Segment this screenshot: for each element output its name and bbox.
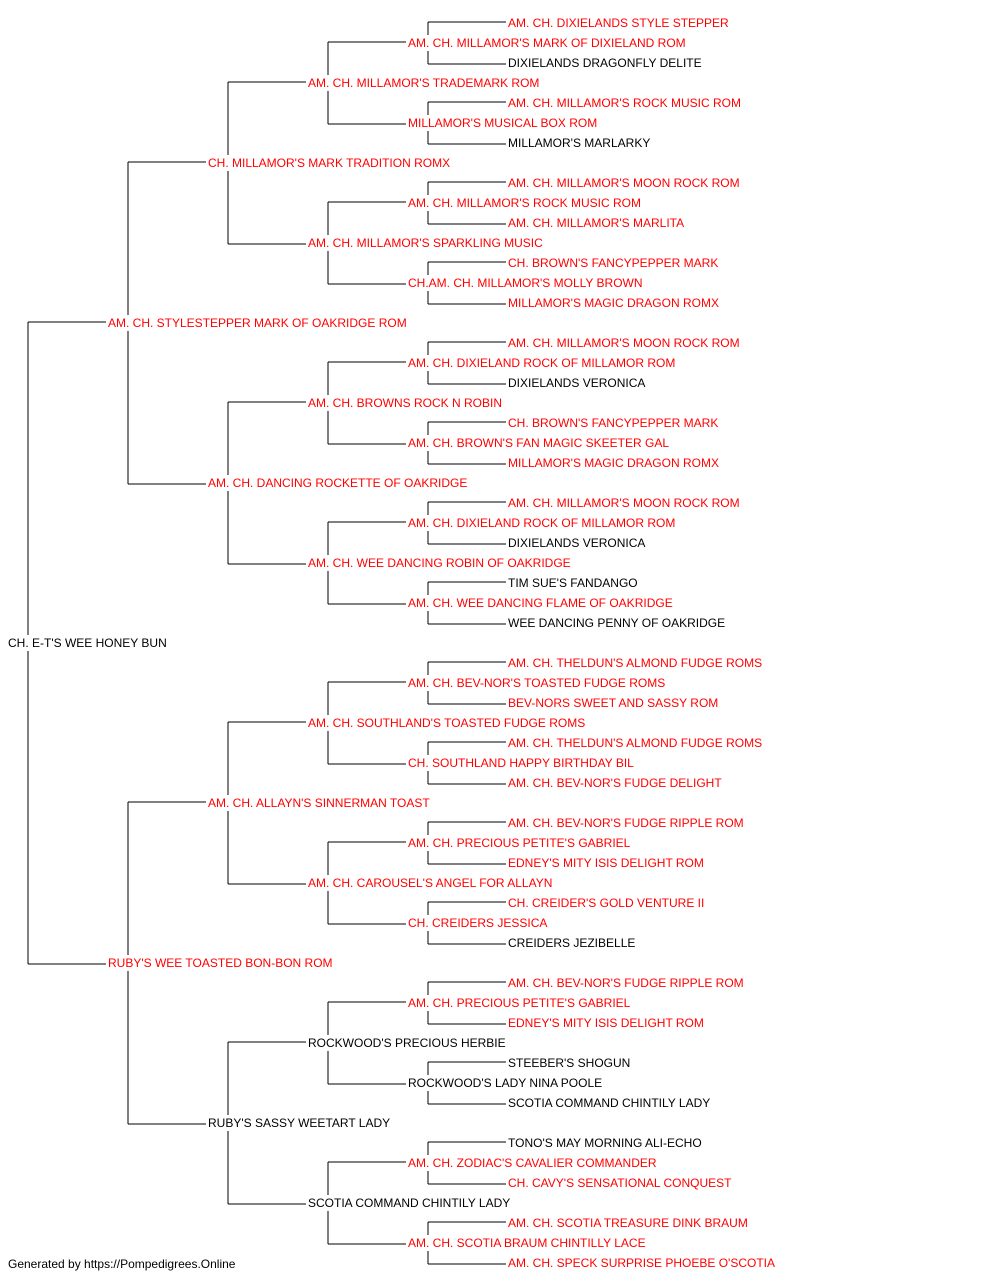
ancestor-name: AM. CH. BEV-NOR'S FUDGE DELIGHT: [508, 776, 722, 790]
subject-name: CH. E-T'S WEE HONEY BUN: [8, 636, 167, 650]
ancestor-name: AM. CH. THELDUN'S ALMOND FUDGE ROMS: [508, 656, 762, 670]
ancestor-name: MILLAMOR'S MAGIC DRAGON ROMX: [508, 456, 719, 470]
ancestor-name: AM. CH. CAROUSEL'S ANGEL FOR ALLAYN: [308, 876, 552, 890]
ancestor-name: AM. CH. MILLAMOR'S MOON ROCK ROM: [508, 336, 740, 350]
ancestor-name: AM. CH. MILLAMOR'S MOON ROCK ROM: [508, 496, 740, 510]
ancestor-labels: CH. E-T'S WEE HONEY BUN AM. CH. STYLESTEP…: [8, 16, 775, 1270]
ancestor-name: ROCKWOOD'S LADY NINA POOLE: [408, 1076, 602, 1090]
ancestor-name: AM. CH. MILLAMOR'S SPARKLING MUSIC: [308, 236, 543, 250]
ancestor-name: CH. CREIDERS JESSICA: [408, 916, 547, 930]
ancestor-name: DIXIELANDS VERONICA: [508, 536, 645, 550]
ancestor-name: SCOTIA COMMAND CHINTILY LADY: [508, 1096, 710, 1110]
ancestor-name: AM. CH. DANCING ROCKETTE OF OAKRIDGE: [208, 476, 467, 490]
ancestor-name: AM. CH. STYLESTEPPER MARK OF OAKRIDGE RO…: [108, 316, 407, 330]
ancestor-name: CH. CREIDER'S GOLD VENTURE II: [508, 896, 704, 910]
ancestor-name: CH. SOUTHLAND HAPPY BIRTHDAY BIL: [408, 756, 634, 770]
ancestor-name: AM. CH. BEV-NOR'S FUDGE RIPPLE ROM: [508, 976, 744, 990]
ancestor-name: MILLAMOR'S MAGIC DRAGON ROMX: [508, 296, 719, 310]
ancestor-name: AM. CH. SPECK SURPRISE PHOEBE O'SCOTIA: [508, 1256, 775, 1270]
ancestor-name: AM. CH. BROWN'S FAN MAGIC SKEETER GAL: [408, 436, 669, 450]
ancestor-name: AM. CH. BROWNS ROCK N ROBIN: [308, 396, 502, 410]
ancestor-name: EDNEY'S MITY ISIS DELIGHT ROM: [508, 856, 704, 870]
ancestor-name: SCOTIA COMMAND CHINTILY LADY: [308, 1196, 510, 1210]
ancestor-name: CH. MILLAMOR'S MARK TRADITION ROMX: [208, 156, 450, 170]
ancestor-name: BEV-NORS SWEET AND SASSY ROM: [508, 696, 718, 710]
ancestor-name: MILLAMOR'S MARLARKY: [508, 136, 650, 150]
ancestor-name: CH. BROWN'S FANCYPEPPER MARK: [508, 256, 718, 270]
ancestor-name: AM. CH. MILLAMOR'S MOON ROCK ROM: [508, 176, 740, 190]
ancestor-name: AM. CH. ZODIAC'S CAVALIER COMMANDER: [408, 1156, 657, 1170]
ancestor-name: AM. CH. SCOTIA BRAUM CHINTILLY LACE: [408, 1236, 646, 1250]
ancestor-name: TONO'S MAY MORNING ALI-ECHO: [508, 1136, 702, 1150]
ancestor-name: AM. CH. MILLAMOR'S ROCK MUSIC ROM: [508, 96, 741, 110]
ancestor-name: STEEBER'S SHOGUN: [508, 1056, 630, 1070]
ancestor-name: EDNEY'S MITY ISIS DELIGHT ROM: [508, 1016, 704, 1030]
ancestor-name: AM. CH. WEE DANCING ROBIN OF OAKRIDGE: [308, 556, 571, 570]
ancestor-name: AM. CH. PRECIOUS PETITE'S GABRIEL: [408, 836, 631, 850]
ancestor-name: CH. CAVY'S SENSATIONAL CONQUEST: [508, 1176, 732, 1190]
ancestor-name: DIXIELANDS DRAGONFLY DELITE: [508, 56, 702, 70]
ancestor-name: AM. CH. PRECIOUS PETITE'S GABRIEL: [408, 996, 631, 1010]
ancestor-name: CREIDERS JEZIBELLE: [508, 936, 635, 950]
ancestor-name: CH. BROWN'S FANCYPEPPER MARK: [508, 416, 718, 430]
ancestor-name: DIXIELANDS VERONICA: [508, 376, 645, 390]
ancestor-name: AM. CH. MILLAMOR'S TRADEMARK ROM: [308, 76, 539, 90]
footer-credit: Generated by https://Pompedigrees.Online: [8, 1257, 236, 1271]
ancestor-name: TIM SUE'S FANDANGO: [508, 576, 638, 590]
ancestor-name: AM. CH. DIXIELAND ROCK OF MILLAMOR ROM: [408, 516, 675, 530]
ancestor-name: AM. CH. BEV-NOR'S TOASTED FUDGE ROMS: [408, 676, 665, 690]
ancestor-name: AM. CH. THELDUN'S ALMOND FUDGE ROMS: [508, 736, 762, 750]
ancestor-name: MILLAMOR'S MUSICAL BOX ROM: [408, 116, 597, 130]
ancestor-name: AM. CH. SCOTIA TREASURE DINK BRAUM: [508, 1216, 748, 1230]
ancestor-name: AM. CH. SOUTHLAND'S TOASTED FUDGE ROMS: [308, 716, 585, 730]
connector-lines: [27, 21, 506, 1265]
ancestor-name: ROCKWOOD'S PRECIOUS HERBIE: [308, 1036, 506, 1050]
ancestor-name: CH.AM. CH. MILLAMOR'S MOLLY BROWN: [408, 276, 643, 290]
ancestor-name: AM. CH. ALLAYN'S SINNERMAN TOAST: [208, 796, 430, 810]
ancestor-name: AM. CH. MILLAMOR'S ROCK MUSIC ROM: [408, 196, 641, 210]
ancestor-name: AM. CH. WEE DANCING FLAME OF OAKRIDGE: [408, 596, 673, 610]
ancestor-name: WEE DANCING PENNY OF OAKRIDGE: [508, 616, 725, 630]
ancestor-name: AM. CH. MILLAMOR'S MARLITA: [508, 216, 684, 230]
ancestor-name: AM. CH. MILLAMOR'S MARK OF DIXIELAND ROM: [408, 36, 686, 50]
ancestor-name: AM. CH. BEV-NOR'S FUDGE RIPPLE ROM: [508, 816, 744, 830]
ancestor-name: AM. CH. DIXIELAND ROCK OF MILLAMOR ROM: [408, 356, 675, 370]
ancestor-name: RUBY'S WEE TOASTED BON-BON ROM: [108, 956, 333, 970]
ancestor-name: AM. CH. DIXIELANDS STYLE STEPPER: [508, 16, 729, 30]
ancestor-name: RUBY'S SASSY WEETART LADY: [208, 1116, 390, 1130]
